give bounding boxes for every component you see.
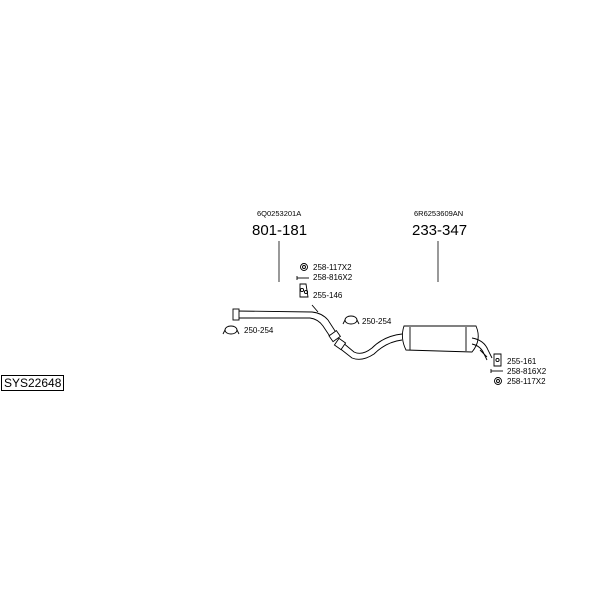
rear-silencer-oe-number: 6R6253609AN <box>414 209 464 218</box>
washer-icon <box>494 377 502 385</box>
rear-silencer <box>333 325 493 361</box>
part-label[interactable]: 258-117X2 <box>507 377 546 386</box>
part-label[interactable]: 258-816X2 <box>313 273 353 282</box>
rear-silencer-part-number[interactable]: 233-347 <box>412 222 468 239</box>
bolt-icon <box>490 369 503 373</box>
hanger-icon <box>493 353 502 367</box>
bolt-icon <box>296 276 309 280</box>
front-pipe <box>232 304 342 343</box>
clamp-icon <box>222 325 240 335</box>
part-label[interactable]: 258-816X2 <box>507 367 547 376</box>
clamp-icon <box>342 315 360 325</box>
front-pipe-oe-number: 6Q0253201A <box>257 209 302 218</box>
front-pipe-part-number[interactable]: 801-181 <box>252 222 308 239</box>
hanger-icon <box>299 283 309 298</box>
part-label[interactable]: 250-254 <box>362 317 392 326</box>
part-label[interactable]: 255-146 <box>313 291 343 300</box>
washer-icon <box>300 263 308 271</box>
part-label[interactable]: 258-117X2 <box>313 263 352 272</box>
system-code: SYS22648 <box>1 375 65 391</box>
part-label[interactable]: 250-254 <box>244 326 274 335</box>
part-label[interactable]: 255-161 <box>507 357 537 366</box>
